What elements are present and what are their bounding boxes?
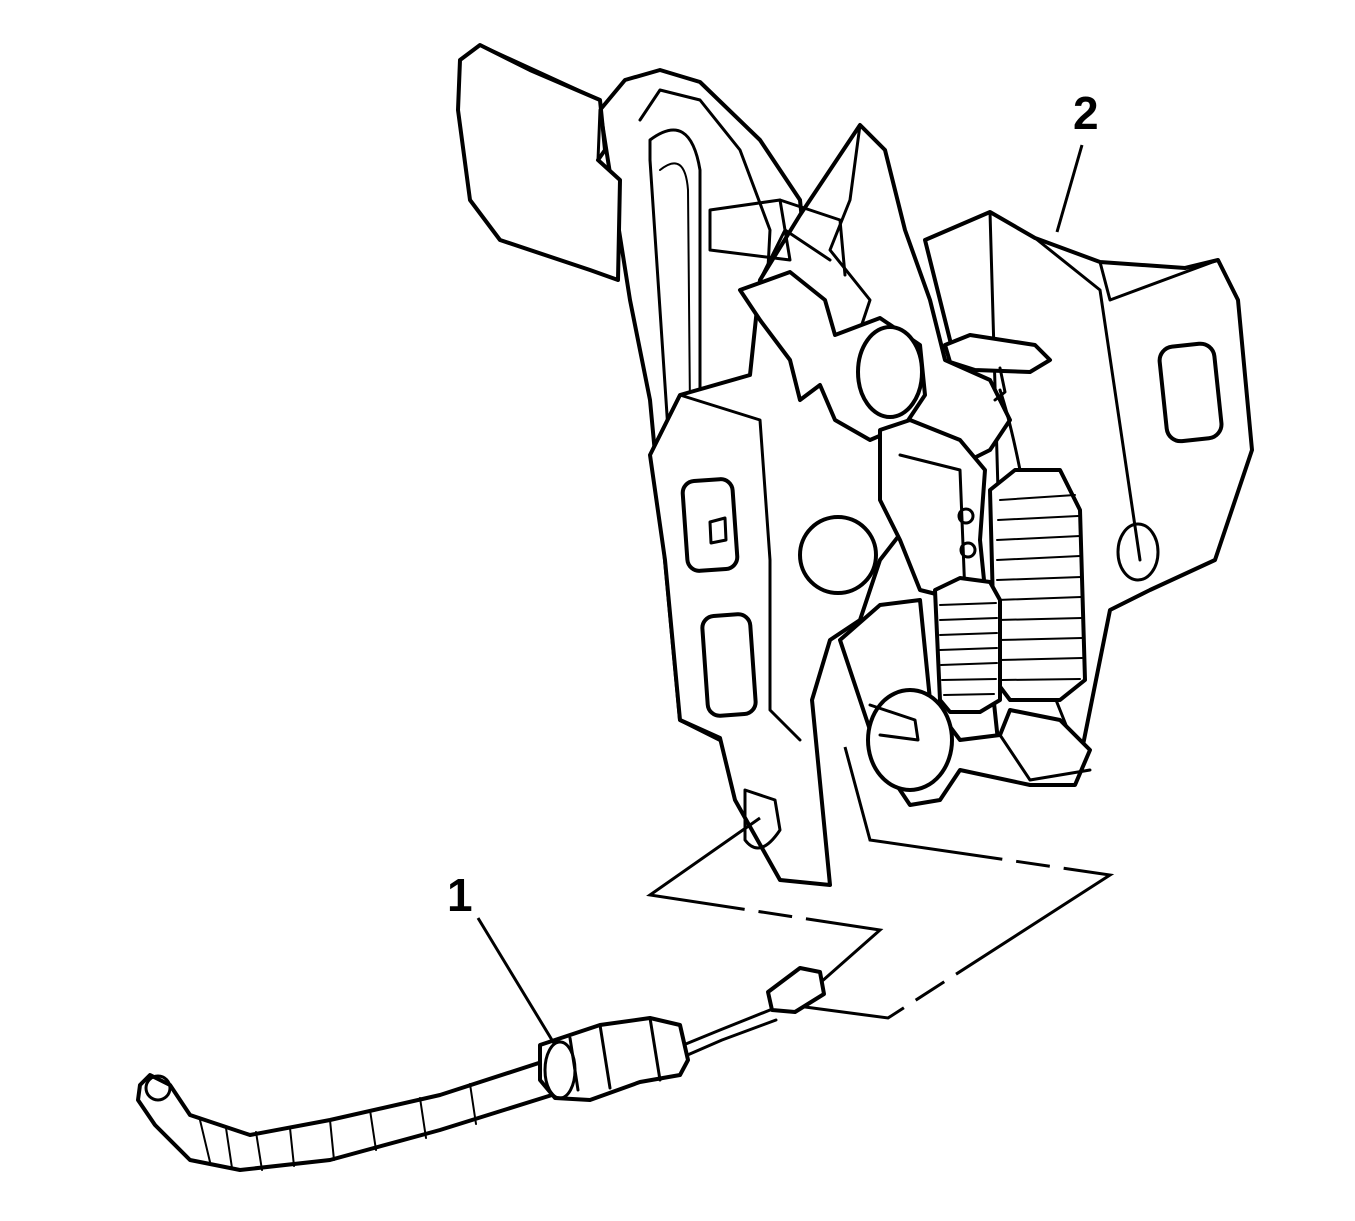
callout-leaders: [476, 144, 1084, 1046]
hood-latch-icon: [456, 43, 1254, 887]
leader-1: [476, 917, 557, 1046]
latch-front-plate: [648, 123, 1012, 887]
lower-housing: [838, 598, 1092, 807]
callout-label-1: 1: [447, 869, 473, 921]
leader-2: [1055, 144, 1084, 233]
small-coil-spring: [933, 576, 1002, 714]
latch-lever-tab: [943, 333, 1052, 402]
callout-label-2: 2: [1073, 87, 1099, 139]
upper-mounting-tab: [456, 43, 622, 282]
release-lever: [878, 418, 987, 602]
phantom-engagement-lines: [646, 746, 1115, 1020]
hood-release-cable-icon: [136, 966, 826, 1172]
